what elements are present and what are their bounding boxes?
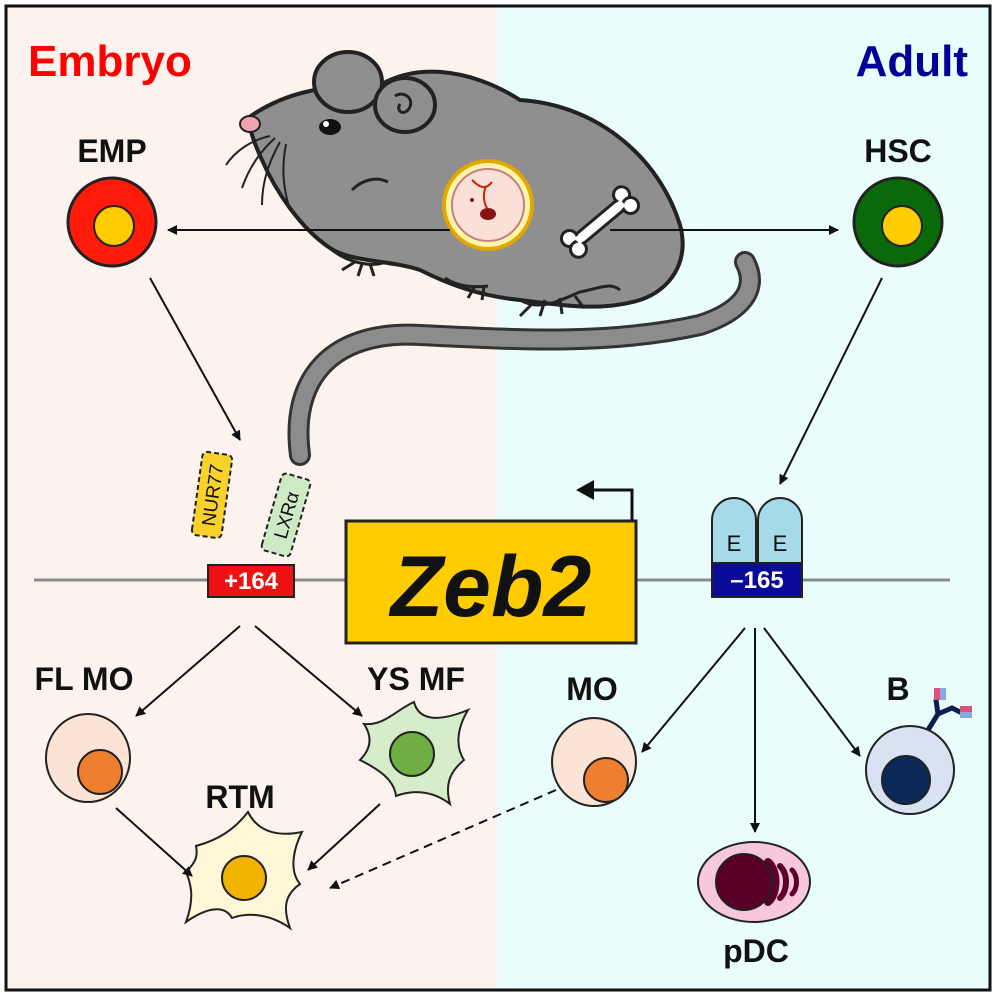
enhancer-plus164 [207, 564, 295, 598]
pdc-granule-2 [777, 863, 789, 901]
embryo-dot [470, 198, 474, 202]
mo-label: MO [566, 671, 618, 707]
lxr-factor: LXRα [260, 472, 312, 558]
mouse-tail [290, 254, 758, 463]
hsc-label: HSC [864, 133, 932, 169]
mouse-mid-leg [444, 276, 489, 289]
e-protein-1 [711, 497, 757, 564]
zeb2-gene-label: Zeb2 [388, 539, 592, 635]
diagram-border [4, 4, 992, 992]
embryo-yolk [451, 168, 525, 242]
embryo-title: Embryo [28, 37, 192, 86]
enhancer-minus165 [711, 562, 803, 598]
mouse-front-leg [328, 246, 386, 266]
emp-nucleus [93, 205, 135, 247]
mo-nucleus [583, 757, 629, 803]
e-protein-2 [757, 497, 803, 564]
arrow-emp-to-enhancer [149, 277, 241, 441]
e-protein-1-label: E [727, 531, 742, 556]
b-cell-nucleus [881, 755, 931, 805]
arrow-enhancer-to-flmo [135, 625, 241, 717]
fl-mo-label: FL MO [35, 661, 134, 697]
arrow-hsc-to-enhancer [779, 277, 883, 485]
emp-label: EMP [77, 133, 146, 169]
mouse-hind-leg [519, 284, 621, 307]
arrow-mo-to-rtm-dashed [329, 789, 557, 890]
mouse-mid-paw [466, 285, 486, 301]
arrow-flmo-to-rtm [115, 807, 193, 877]
mouse-eye [319, 119, 341, 135]
adult-title: Adult [856, 37, 969, 86]
pdc-nucleus [715, 853, 773, 911]
mouse-nose [239, 115, 261, 133]
arrow-enhancer-to-ysmf [254, 625, 363, 717]
e-protein-2-label: E [773, 531, 788, 556]
rtm-label: RTM [205, 779, 274, 815]
mouse-eye-shine [323, 121, 329, 127]
mouse-ear-front [373, 76, 437, 134]
mouse-ear-detail [394, 92, 413, 114]
mouse-fold [350, 177, 389, 192]
arrow-enhancer-to-mo [641, 627, 746, 753]
zeb2-gene-box [344, 519, 638, 645]
b-cell-receptor [925, 688, 972, 733]
tss-arrowhead [576, 480, 594, 500]
arrow-enhancer-to-b [763, 627, 861, 757]
hsc-nucleus [881, 205, 923, 247]
ys-mf-label: YS MF [367, 661, 465, 697]
mouse-ear-back [312, 50, 384, 114]
pdc-granule-3 [789, 867, 799, 897]
mouse-illustration [225, 50, 685, 318]
enhancer-minus165-label: –165 [730, 567, 783, 594]
mouse-whiskers [225, 135, 291, 211]
mouse-hind-paw [518, 295, 586, 318]
arrow-ysmf-to-rtm [307, 803, 381, 871]
bone-icon [559, 185, 641, 259]
b-cell-label: B [886, 671, 909, 707]
tss-arrow-line [590, 488, 634, 521]
rtm-nucleus [221, 855, 267, 901]
pdc-label: pDC [723, 933, 789, 969]
nur77-factor: NUR77 [190, 450, 234, 540]
embryo [480, 208, 496, 220]
pdc-granule-1 [764, 858, 780, 906]
ys-mf-nucleus [389, 731, 435, 777]
enhancer-plus164-label: +164 [224, 568, 279, 595]
mouse-front-paw [341, 260, 376, 277]
fl-mo-nucleus [77, 749, 123, 795]
